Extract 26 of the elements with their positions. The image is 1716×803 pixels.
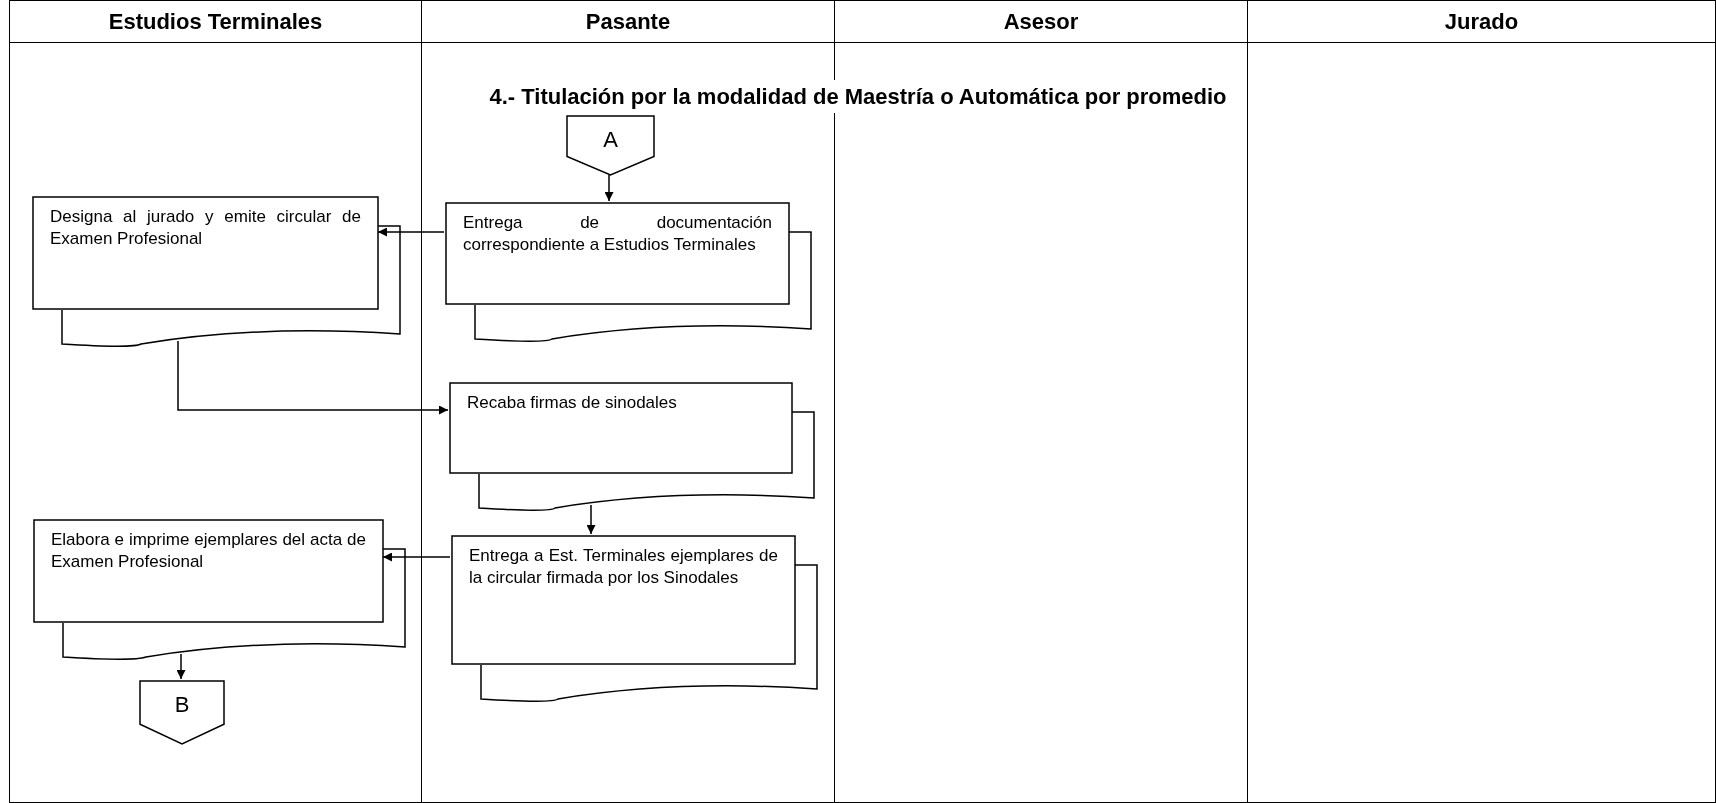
document-box	[33, 519, 406, 661]
connector-letter: B	[174, 691, 190, 719]
lane-header: Pasante	[585, 8, 671, 36]
arrow	[382, 552, 451, 562]
step-text: Designa al jurado y emite circular de Examen Profesional	[50, 206, 361, 250]
lane-header: Estudios Terminales	[108, 8, 323, 36]
step-text: Entrega de documentación correspondiente a Estudios Terminales	[463, 212, 772, 256]
arrow	[176, 653, 186, 680]
document-box	[449, 382, 815, 512]
lane-header: Asesor	[1003, 8, 1079, 36]
lane-header: Jurado	[1444, 8, 1519, 36]
swimlane	[1247, 0, 1716, 803]
step-text: Elabora e imprime ejemplares del acta de Examen Profesional	[51, 529, 366, 573]
off-page-connector	[566, 115, 655, 176]
document-box	[445, 202, 812, 343]
step-text: Entrega a Est. Terminales ejemplares de la circular firmada por los Sinodales	[469, 545, 778, 589]
document-box	[32, 196, 401, 348]
arrow	[177, 340, 449, 415]
swimlane	[9, 0, 422, 803]
arrow	[377, 227, 445, 237]
arrow	[586, 504, 596, 535]
step-text: Recaba firmas de sinodales	[467, 392, 678, 414]
connector-letter: A	[603, 126, 618, 154]
arrow	[604, 174, 614, 202]
off-page-connector	[139, 680, 225, 745]
document-box	[451, 535, 818, 703]
